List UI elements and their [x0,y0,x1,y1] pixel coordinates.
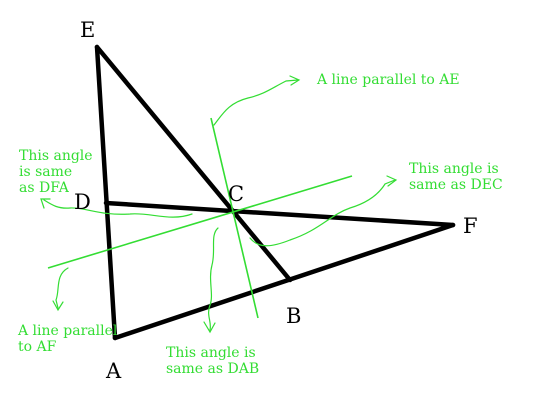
note-parallel-af: A line parallel to AF [17,323,122,355]
arrow-parallel-ae [213,79,299,126]
arrow-angle-dfa [43,199,193,218]
note-angle-dec: This angle is same as DEC [409,161,503,193]
annotation-arrows [40,75,398,334]
label-a: A [105,359,122,383]
label-f: F [463,214,478,238]
segment-df [103,200,456,228]
note-angle-dab: This angle is same as DAB [166,345,260,377]
label-e: E [80,18,95,42]
arrow-parallel-af-head [52,300,64,312]
annotation-texts: A line parallel to AE This angle is same… [17,72,503,377]
label-b: B [286,304,301,328]
label-d: D [74,190,91,214]
segment-eb [94,44,293,283]
vertex-labels: E D C F B A [74,18,478,383]
note-angle-dfa: This angle is same as DFA [19,148,97,196]
note-parallel-ae: A line parallel to AE [316,72,460,88]
arrow-angle-dab-head [203,321,216,334]
arrow-angle-dfa-head [40,198,51,209]
line-parallel-to-af [47,175,353,269]
construction-lines [47,117,353,319]
arrow-angle-dec [249,179,396,247]
label-c: C [228,182,244,206]
arrow-parallel-af [55,267,69,309]
arrow-angle-dab [207,227,219,331]
arrow-parallel-ae-head [289,75,301,86]
segment-ea [94,44,118,341]
arrow-angle-dec-head [386,175,398,187]
line-parallel-to-ae [210,117,259,319]
triangle-figure [94,44,456,341]
segment-af [112,222,456,341]
